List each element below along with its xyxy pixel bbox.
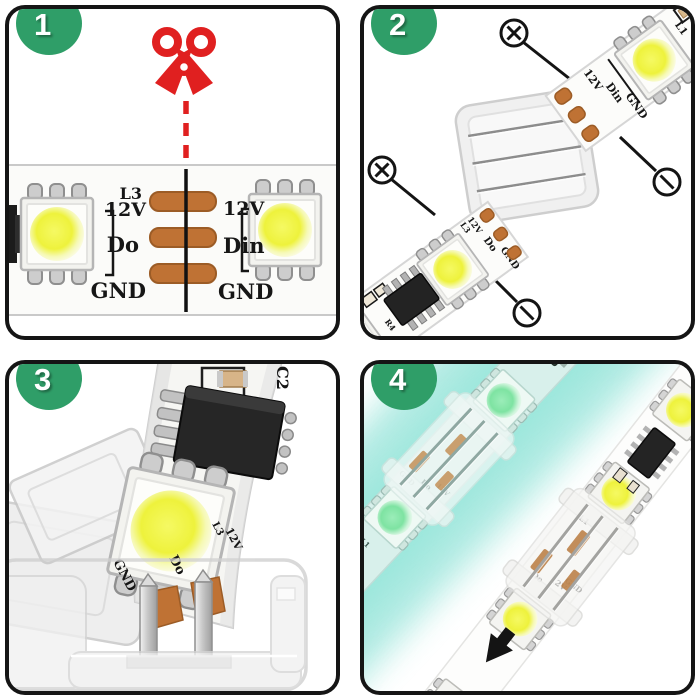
connector-open-lid — [9, 427, 171, 565]
led-strip-upper: 12V Din GND L1 — [544, 9, 691, 153]
led-chip-left — [19, 182, 95, 286]
connector-clip — [381, 390, 517, 528]
direction-arrow-icon — [485, 627, 516, 663]
silkscreen-bracket-left — [105, 209, 115, 277]
leader-lines — [390, 40, 658, 304]
strip-end-connector — [9, 205, 17, 263]
led-strip: L3 12V Do GND 12V Din GND — [9, 164, 336, 316]
panel-4-illustration: L1 GND Do 12V — [364, 364, 691, 691]
circle-x-icon — [499, 18, 529, 48]
panel-step-1-cut-strip: L3 12V Do GND 12V Din GND — [5, 5, 340, 340]
copper-pads — [554, 87, 600, 143]
silkscreen-bracket-right — [240, 207, 249, 273]
step-number: 4 — [389, 362, 407, 397]
smd-component — [612, 467, 628, 484]
led-chip-right — [247, 178, 323, 282]
copper-pads — [479, 207, 522, 261]
connector-clip — [454, 88, 600, 224]
led-strip-lower: R4 C2 L3 12V Do GND — [364, 200, 530, 336]
smd-component — [364, 290, 379, 309]
led-strip-curved: C2 — [106, 364, 297, 630]
panel-step-2-align-connector: 12V Din GND L1 R4 C2 — [360, 5, 695, 340]
strip-label: GND — [218, 279, 273, 304]
panel-step-4-connected-strips: L1 GND Do 12V — [360, 360, 695, 695]
strip-label: 12V — [105, 199, 147, 221]
connector-rails — [467, 117, 586, 193]
strip-label: L3 — [120, 184, 142, 203]
ic-chip — [150, 385, 297, 481]
connector-front-body — [9, 558, 308, 691]
panel-2-illustration: 12V Din GND L1 R4 C2 — [364, 9, 691, 336]
led-strip-unlit: Do 12V GND L1 — [364, 364, 691, 691]
strip-label: L1 — [364, 536, 372, 549]
step-number-badge: 4 — [371, 362, 437, 410]
connector-clip — [502, 487, 639, 627]
copper-pads — [149, 191, 217, 284]
panel-step-3-insert-strip: C2 — [5, 360, 340, 695]
ic-chip — [535, 364, 585, 368]
panel-1-illustration: L3 12V Do GND 12V Din GND — [9, 27, 336, 316]
strip-label: GND — [91, 278, 146, 303]
circle-slash-icon — [512, 298, 542, 328]
ic-chip — [624, 425, 680, 480]
led-strip-lit: L1 GND Do 12V — [364, 364, 686, 691]
strip-label: Din — [223, 233, 264, 258]
step-number: 3 — [34, 362, 52, 397]
circle-x-icon — [367, 155, 397, 185]
strip-label: C2 — [273, 366, 292, 390]
ic-chip — [381, 264, 446, 332]
smd-component — [626, 479, 641, 494]
scissors-icon — [152, 27, 216, 95]
circle-slash-icon — [652, 167, 682, 197]
strip-label: Do — [107, 232, 139, 257]
step-number: 2 — [389, 7, 407, 42]
panel-3-illustration: C2 — [9, 364, 308, 691]
step-number: 1 — [34, 7, 52, 42]
